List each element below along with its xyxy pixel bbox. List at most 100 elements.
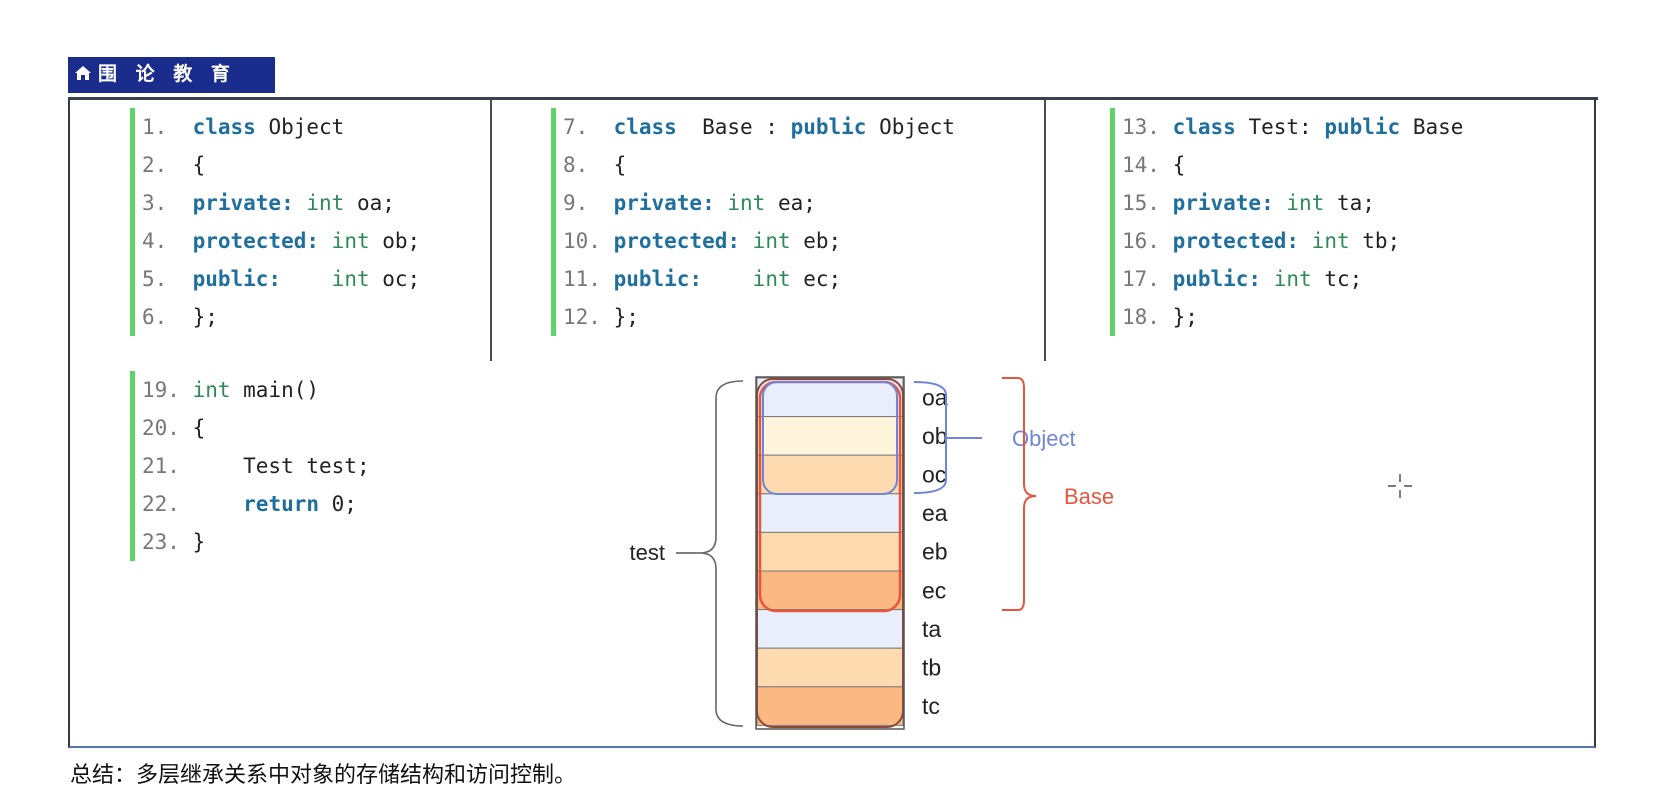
code-token: int (331, 267, 370, 291)
code-token: eb; (790, 229, 842, 253)
line-number: 15. (1122, 191, 1173, 215)
memory-cell-tc (756, 686, 904, 726)
code-line: 12. }; (563, 298, 639, 336)
code-token: { (192, 153, 206, 177)
code-token: oc; (369, 267, 421, 291)
code-token: Test: (1235, 115, 1325, 139)
code-token: int (752, 267, 791, 291)
base-label: Base (1064, 484, 1114, 509)
code-line: 20. { (142, 409, 205, 447)
line-number: 14. (1122, 153, 1173, 177)
code-line: 22. return 0; (142, 485, 357, 523)
line-number: 23. (142, 530, 193, 554)
code-token: private: (1172, 191, 1274, 215)
code-panel-main: 19. int main()20. {21. Test test;22. ret… (130, 371, 476, 561)
code-token: 0; (319, 492, 357, 516)
code-line: 6. }; (142, 298, 218, 336)
code-line: 9. private: int ea; (563, 184, 816, 222)
code-line: 19. int main() (142, 371, 319, 409)
line-number: 12. (563, 305, 614, 329)
code-token: public: (613, 267, 703, 291)
code-token: ec; (790, 267, 842, 291)
line-number: 16. (1122, 229, 1173, 253)
code-line: 15. private: int ta; (1122, 184, 1375, 222)
line-number: 20. (142, 416, 193, 440)
code-token: int (752, 229, 791, 253)
line-number: 19. (142, 378, 193, 402)
memory-cell-label: eb (922, 539, 948, 565)
code-line: 5. public: int oc; (142, 260, 420, 298)
code-token: class (613, 115, 677, 139)
line-number: 5. (142, 267, 193, 291)
code-token: Object (255, 115, 345, 139)
code-gutter-bar (130, 371, 135, 561)
code-line: 11. public: int ec; (563, 260, 841, 298)
code-token: int (192, 378, 231, 402)
memory-cell-label: ec (922, 577, 946, 603)
memory-cell-label: ta (922, 616, 941, 642)
object-label: Object (1012, 426, 1076, 451)
base-bracket (1002, 377, 1037, 611)
code-token: Object (866, 115, 955, 139)
line-number: 8. (563, 153, 614, 177)
code-line: 14. { (1122, 146, 1185, 184)
code-line: 18. }; (1122, 298, 1198, 336)
code-token: private: (192, 191, 294, 215)
code-token: tc; (1311, 267, 1363, 291)
memory-cell-ea (756, 493, 904, 533)
memory-cell-label: tb (922, 655, 941, 681)
memory-cell-label: tc (922, 693, 940, 719)
line-number: 3. (142, 191, 193, 215)
summary-text: 总结：多层继承关系中对象的存储结构和访问控制。 (70, 763, 577, 788)
code-token: private: (613, 191, 715, 215)
code-token: public (790, 115, 867, 139)
code-token: { (1172, 153, 1186, 177)
code-token: int (306, 191, 345, 215)
code-token: oa; (344, 191, 395, 215)
code-token: public: (1172, 267, 1262, 291)
test-outline (756, 378, 904, 728)
line-number: 18. (1122, 305, 1173, 329)
frame-top-border (68, 97, 1598, 100)
code-token: protected: (192, 229, 320, 253)
code-line: 10. protected: int eb; (563, 222, 841, 260)
code-token: class (192, 115, 256, 139)
code-token: main() (230, 378, 320, 402)
code-token: int (727, 191, 766, 215)
crosshair-cursor-icon (1388, 474, 1412, 498)
code-gutter-bar (130, 108, 135, 336)
code-token: }; (1172, 305, 1198, 329)
code-token: int (1311, 229, 1350, 253)
code-line: 13. class Test: public Base (1122, 108, 1463, 146)
panel-divider-1 (490, 99, 492, 361)
line-number: 4. (142, 229, 193, 253)
line-number: 13. (1122, 115, 1173, 139)
line-number: 22. (142, 492, 193, 516)
code-line: 17. public: int tc; (1122, 260, 1362, 298)
code-token: }; (192, 305, 218, 329)
code-line: 16. protected: int tb; (1122, 222, 1400, 260)
logo-text: 围 论 教 育 (98, 63, 236, 85)
line-number: 6. (142, 305, 193, 329)
code-token: class (1172, 115, 1236, 139)
code-token: }; (613, 305, 639, 329)
line-number: 11. (563, 267, 614, 291)
code-token: int (1273, 267, 1312, 291)
code-token: protected: (613, 229, 741, 253)
object-outline (762, 381, 898, 495)
logo: 围 论 教 育 (68, 57, 275, 93)
code-token: protected: (1172, 229, 1300, 253)
code-token: tb; (1349, 229, 1401, 253)
memory-cell-ta (756, 609, 904, 649)
memory-cell-oc (756, 454, 904, 495)
code-token: int (331, 229, 370, 253)
code-token: ta; (1324, 191, 1375, 215)
code-line: 8. { (563, 146, 626, 184)
code-token: } (192, 530, 206, 554)
line-number: 1. (142, 115, 193, 139)
code-token: Base : (676, 115, 791, 139)
memory-cell-oa (756, 377, 904, 418)
code-token: ob; (369, 229, 421, 253)
